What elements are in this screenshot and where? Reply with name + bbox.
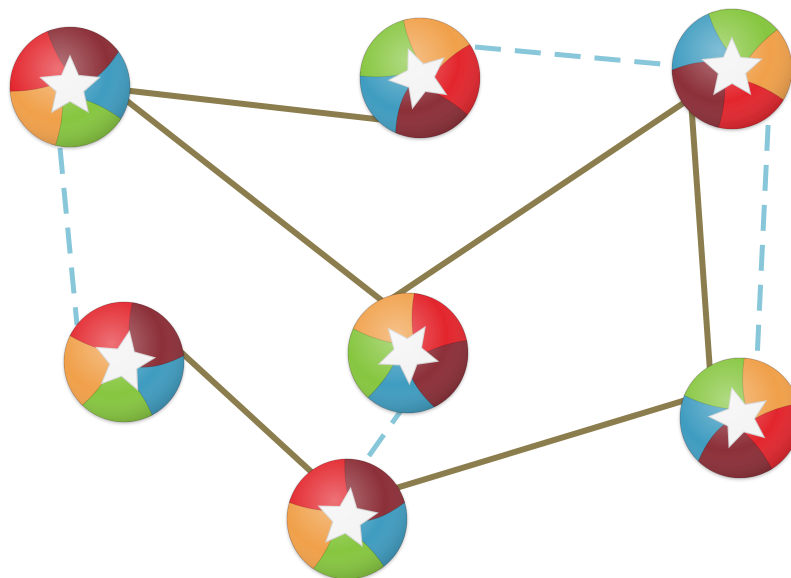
- edge-n2-n3-dashed: [474, 44, 673, 68]
- edge-n3-n7-dashed: [754, 84, 773, 361]
- edge-n3-n5-solid: [383, 97, 690, 306]
- node-n5-badge-icon: [347, 292, 469, 414]
- badge-gloss: [672, 9, 791, 129]
- edges-layer: [57, 44, 773, 495]
- edge-n1-n5-solid: [120, 94, 387, 306]
- edge-n4-n6-solid: [167, 339, 321, 481]
- badge-gloss: [360, 18, 480, 138]
- node-n6-badge-icon: [679, 357, 791, 479]
- badge-gloss: [287, 459, 407, 578]
- edge-n1-n2-solid: [121, 87, 411, 126]
- edge-n3-n7-solid: [688, 99, 715, 401]
- badge-gloss: [10, 27, 130, 147]
- edge-n7-n6-solid: [382, 397, 687, 495]
- badge-gloss: [680, 358, 791, 478]
- node-n1-badge-icon: [9, 26, 131, 148]
- node-n4-badge-icon: [63, 301, 185, 423]
- edge-n1-n4-dashed: [57, 147, 80, 326]
- badge-gloss: [64, 302, 184, 422]
- node-n2-badge-icon: [359, 17, 481, 139]
- node-n7-badge-icon: [286, 458, 408, 578]
- badge-gloss: [348, 293, 468, 413]
- node-n3-badge-icon: [671, 8, 791, 130]
